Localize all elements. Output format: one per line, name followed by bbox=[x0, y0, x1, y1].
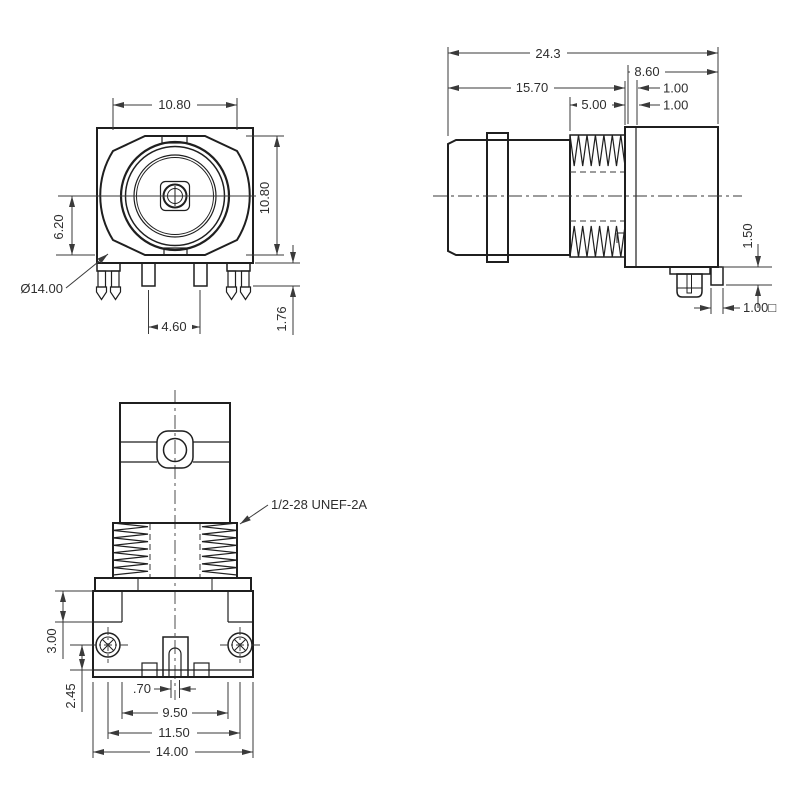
dim-side-front-section-label: 15.70 bbox=[516, 80, 549, 95]
dim-front-pin-pitch: 4.60 bbox=[148, 290, 201, 334]
side-thread-teeth-bottom bbox=[569, 225, 626, 258]
dim-side-pin-square-label: 1.00□ bbox=[743, 300, 776, 315]
side-thread-step bbox=[616, 232, 625, 243]
dim-front-leg-protrusion: 1.76 bbox=[253, 245, 300, 335]
dim-front-width-label: 10.80 bbox=[158, 97, 191, 112]
bottom-bayonet-pin bbox=[162, 437, 188, 463]
bottom-flange-ticks bbox=[137, 578, 213, 591]
bottom-view: 1/2-28 UNEF-2A 3.00 2.45 .70 9. bbox=[44, 390, 367, 759]
dim-side-body-length-label: 8.60 bbox=[634, 64, 659, 79]
dim-side-overall-length-label: 24.3 bbox=[535, 46, 560, 61]
dim-side-body-length: 8.60 bbox=[627, 64, 718, 124]
dim-bottom-post-spacing: 11.50 bbox=[107, 682, 241, 740]
dim-bottom-post-spacing-label: 11.50 bbox=[158, 725, 190, 740]
dim-bottom-body-width-label: 14.00 bbox=[156, 744, 189, 759]
side-bayonet-ring bbox=[486, 132, 509, 263]
front-pcb-pin-right bbox=[193, 262, 208, 287]
bottom-snap-post-right bbox=[220, 627, 260, 663]
dim-front-center-to-base: 6.20 bbox=[51, 196, 95, 256]
dim-front-height-label: 10.80 bbox=[257, 182, 272, 215]
side-thread-teeth-top bbox=[569, 134, 626, 167]
side-view: 24.3 8.60 15.70 1.00 5.00 bbox=[433, 46, 776, 315]
bottom-feature-left bbox=[141, 662, 158, 678]
dim-side-overall-length: 24.3 bbox=[447, 46, 719, 136]
bottom-lug-lines bbox=[120, 441, 230, 463]
dim-side-flange-offset-label: 1.00 bbox=[663, 81, 688, 96]
bottom-center-pin bbox=[168, 647, 182, 677]
thread-callout: 1/2-28 UNEF-2A bbox=[239, 497, 367, 525]
bottom-base-block bbox=[92, 590, 254, 678]
front-view: 10.80 10.80 6.20 Ø14.00 4.60 bbox=[20, 97, 300, 335]
dim-side-leg-standoff-label: 1.50 bbox=[740, 223, 755, 248]
dim-side-flange-thickness-label: 1.00 bbox=[663, 98, 688, 113]
dim-bottom-body-width: 14.00 bbox=[92, 682, 254, 759]
dim-bottom-post-to-edge-label: 2.45 bbox=[63, 683, 78, 708]
dim-front-height: 10.80 bbox=[246, 135, 284, 256]
dim-bottom-pin-width: .70 bbox=[133, 680, 196, 698]
side-pcb-pin bbox=[710, 266, 724, 286]
side-body-block bbox=[624, 126, 719, 268]
bottom-thread-teeth-right bbox=[201, 522, 238, 576]
dim-front-flange-diameter-label: Ø14.00 bbox=[20, 281, 63, 296]
front-pcb-pin-left bbox=[141, 262, 156, 287]
thread-callout-label: 1/2-28 UNEF-2A bbox=[271, 497, 367, 512]
bottom-flange bbox=[94, 577, 252, 592]
dim-bottom-post-to-edge: 2.45 bbox=[63, 644, 93, 712]
dim-side-flange-offset: 1.00 bbox=[636, 80, 688, 125]
dim-side-flange-thickness: 1.00 bbox=[639, 98, 688, 113]
dim-side-leg-standoff: 1.50 bbox=[722, 223, 772, 308]
front-snap-leg-left bbox=[95, 262, 122, 301]
dim-bottom-shoulder-height: 3.00 bbox=[44, 590, 93, 659]
dim-side-thread-length-label: 5.00 bbox=[581, 97, 606, 112]
front-snap-leg-right bbox=[225, 262, 252, 301]
bottom-shoulder-steps bbox=[93, 591, 253, 623]
dim-side-pin-square: 1.00□ bbox=[694, 288, 776, 315]
bottom-snap-post-left bbox=[88, 627, 128, 663]
dim-front-flange-diameter: Ø14.00 bbox=[20, 253, 109, 296]
dim-bottom-pin-width-label: .70 bbox=[133, 681, 151, 696]
front-bayonet-tab-bottom bbox=[163, 247, 188, 256]
bottom-feature-right bbox=[193, 662, 210, 678]
dim-front-center-to-base-label: 6.20 bbox=[51, 214, 66, 239]
dim-bottom-slot-span: 9.50 bbox=[121, 682, 229, 720]
dim-bottom-slot-span-label: 9.50 bbox=[162, 705, 187, 720]
dim-bottom-shoulder-height-label: 3.00 bbox=[44, 628, 59, 653]
bottom-contact-housing bbox=[162, 636, 189, 678]
bottom-bayonet-lug bbox=[156, 430, 194, 469]
bottom-thread-teeth-left bbox=[112, 522, 149, 576]
dim-front-width: 10.80 bbox=[112, 97, 238, 130]
dim-front-pin-pitch-label: 4.60 bbox=[161, 319, 186, 334]
side-snap-leg bbox=[669, 266, 711, 298]
front-flange-outline bbox=[99, 135, 251, 256]
dim-side-thread-length: 5.00 bbox=[569, 97, 625, 131]
dim-front-leg-protrusion-label: 1.76 bbox=[274, 306, 289, 331]
dim-side-front-section: 15.70 bbox=[448, 80, 626, 125]
